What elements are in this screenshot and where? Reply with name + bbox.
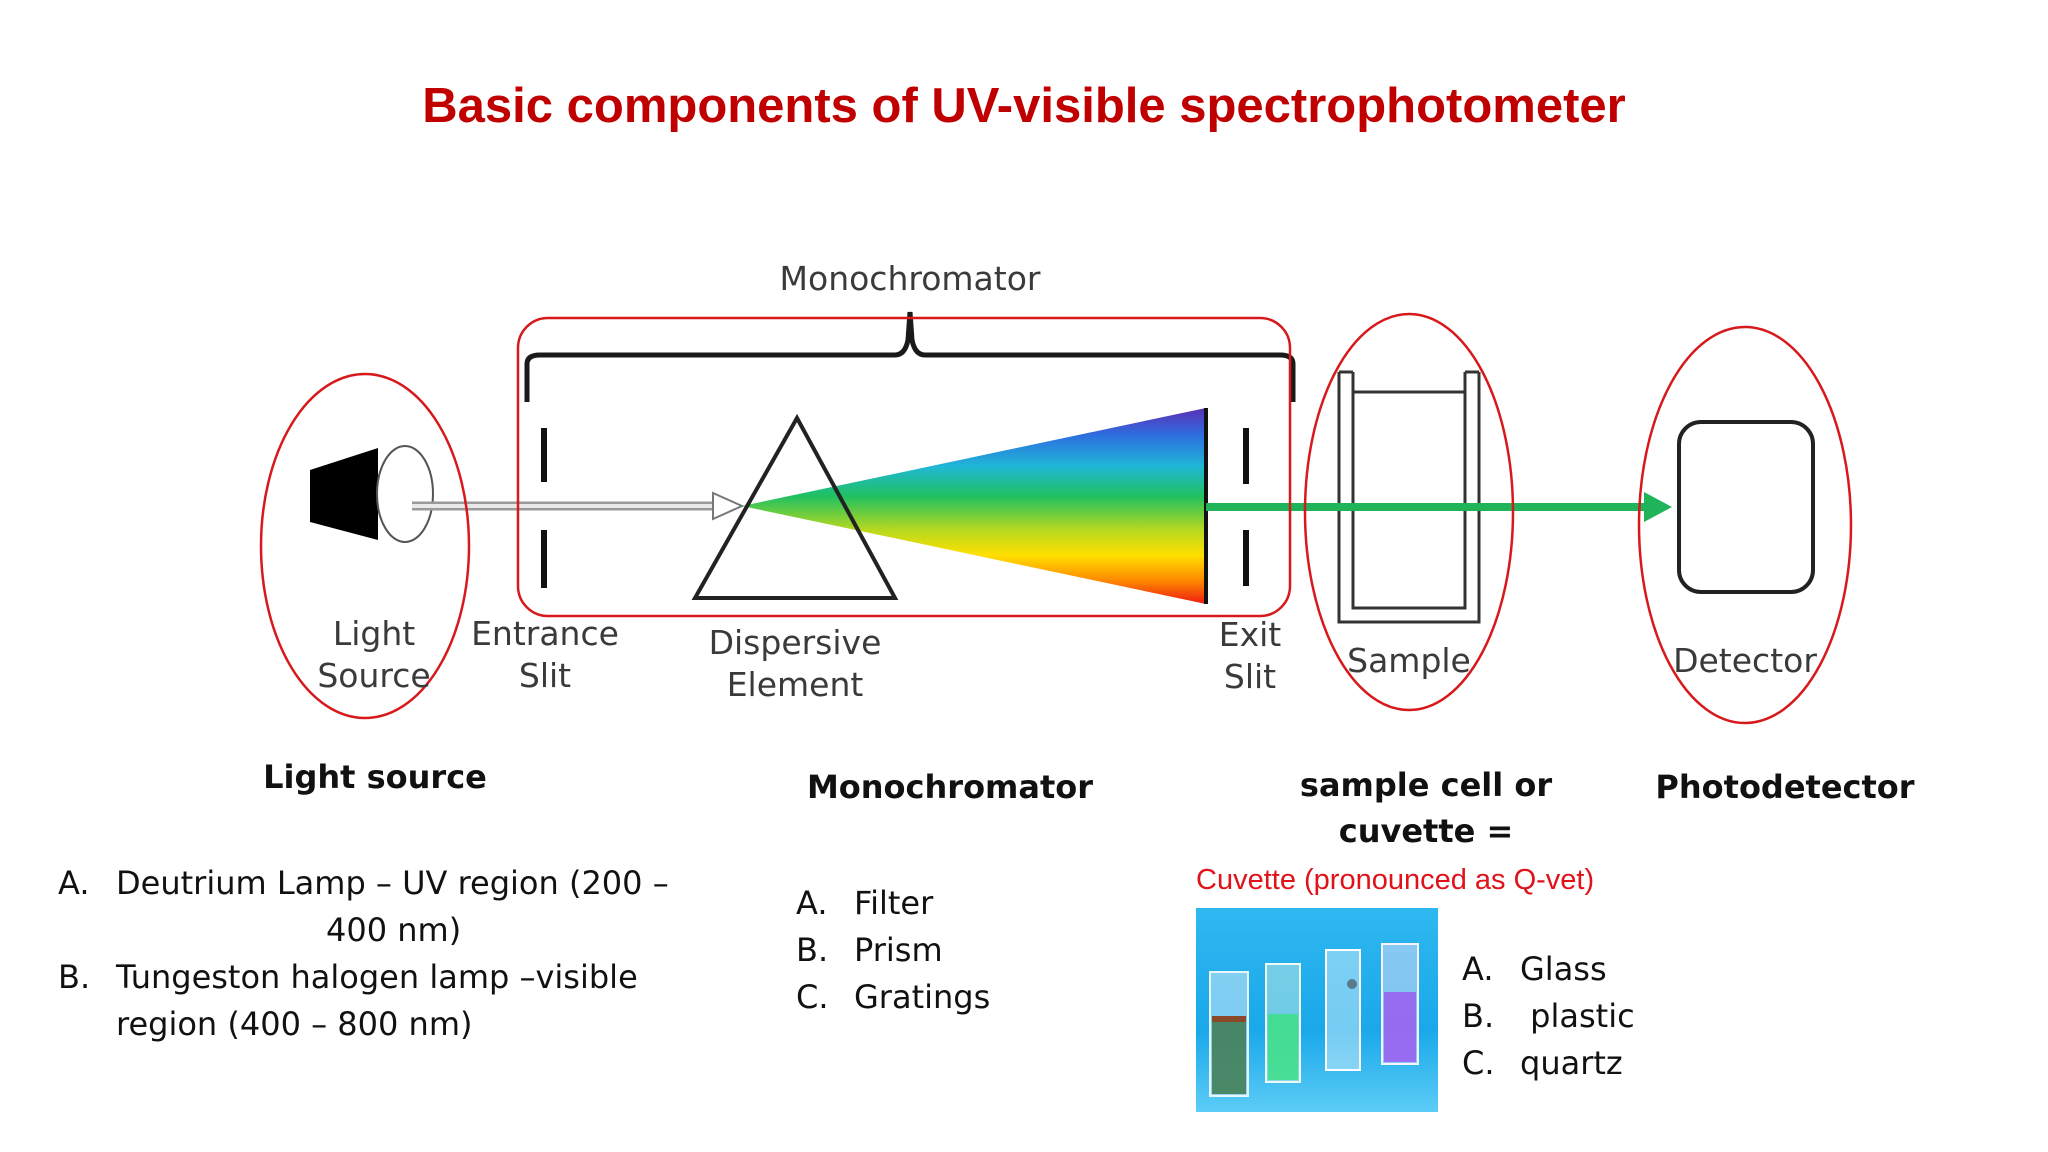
list-marker: A. — [58, 864, 90, 902]
list-item: B. plastic — [1462, 993, 1702, 1040]
spectrophotometer-diagram — [259, 311, 1853, 725]
cuvette-pronunciation-note: Cuvette (pronounced as Q-vet) — [1196, 864, 1595, 896]
list-item: B. Tungeston halogen lamp –visible regio… — [58, 954, 698, 1048]
exit-slit-label: Exit Slit — [1218, 615, 1282, 696]
entrance-slit-label: Entrance Slit — [471, 614, 619, 695]
list-item-text: plastic — [1520, 997, 1635, 1035]
monochromator-heading: Monochromator — [806, 768, 1094, 806]
dispersed-spectrum — [742, 408, 1206, 604]
sample-highlight — [1303, 312, 1515, 712]
page-title: Basic components of UV-visible spectroph… — [422, 79, 1626, 133]
list-marker: B. — [58, 958, 91, 996]
sample-cell-heading: sample cell or cuvette = — [1299, 766, 1553, 850]
light-source-label: Light Source — [317, 614, 431, 695]
list-item-text: Deutrium Lamp – UV region (200 – — [116, 864, 669, 902]
list-item: A. Deutrium Lamp – UV region (200 – 400 … — [58, 860, 698, 954]
list-item: C. Gratings — [796, 974, 1056, 1021]
list-item-text: Prism — [854, 931, 943, 969]
light-source-lamp — [310, 445, 434, 543]
light-source-heading: Light source — [263, 758, 487, 796]
list-marker: B. — [796, 931, 829, 969]
list-item-text: Gratings — [854, 978, 991, 1016]
monochromator-highlight — [516, 316, 1292, 618]
photodetector-heading: Photodetector — [1655, 768, 1915, 806]
list-item-text: Filter — [854, 884, 934, 922]
list-item: B. Prism — [796, 927, 1056, 974]
list-marker: C. — [796, 978, 829, 1016]
incident-beam — [412, 491, 745, 521]
list-item-text: Tungeston halogen lamp –visible — [116, 958, 638, 996]
list-item-text: 400 nm) — [326, 911, 462, 949]
sample-cuvette — [1337, 370, 1481, 624]
cuvettes-photo — [1196, 908, 1438, 1112]
transmitted-beam — [1206, 492, 1672, 522]
detector-highlight — [1637, 325, 1853, 725]
list-item: A. Glass — [1462, 946, 1702, 993]
light-source-list: A. Deutrium Lamp – UV region (200 – 400 … — [58, 860, 698, 1048]
list-item-text: quartz — [1520, 1044, 1623, 1082]
dispersive-element-label: Dispersive Element — [708, 623, 882, 704]
list-marker: B. — [1462, 997, 1495, 1035]
detector-label: Detector — [1673, 641, 1817, 680]
prism — [691, 413, 899, 600]
monochromator-label: Monochromator — [779, 259, 1041, 298]
monochromator-list: A. Filter B. Prism C. Gratings — [796, 880, 1056, 1021]
monochromator-brace — [524, 311, 1296, 402]
list-marker: A. — [1462, 950, 1494, 988]
sample-label: Sample — [1347, 641, 1471, 680]
list-item: A. Filter — [796, 880, 1056, 927]
list-item-text: Glass — [1520, 950, 1607, 988]
list-marker: C. — [1462, 1044, 1495, 1082]
list-item-text: region (400 – 800 nm) — [116, 1005, 473, 1043]
list-item: C. quartz — [1462, 1040, 1702, 1087]
light-source-highlight — [259, 372, 471, 720]
list-marker: A. — [796, 884, 828, 922]
detector-box — [1677, 420, 1815, 594]
cuvette-material-list: A. Glass B. plastic C. quartz — [1462, 946, 1702, 1087]
